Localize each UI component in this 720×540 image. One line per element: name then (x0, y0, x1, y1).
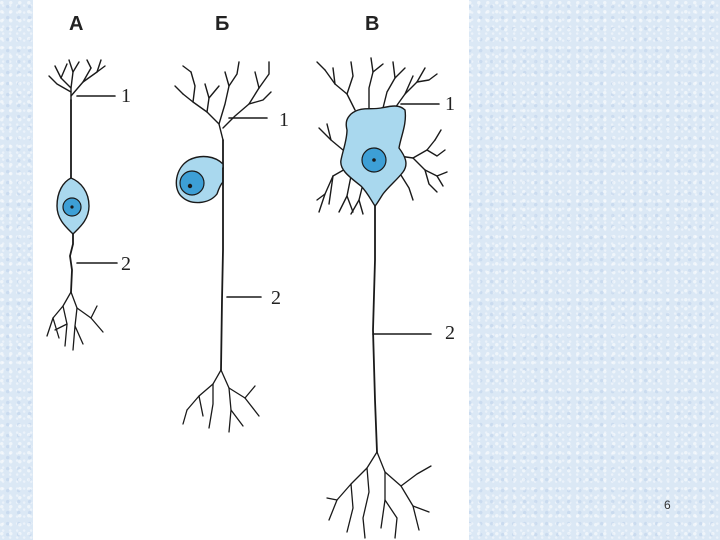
neuron-b-callout-2-label: 2 (271, 287, 281, 309)
neuron-b-nucleolus (188, 184, 192, 188)
panel-a-label: А (69, 13, 83, 35)
neuron-v-axon-terminal (327, 452, 431, 538)
neuron-a-dendrites (49, 60, 105, 100)
neuron-a-callout-1-label: 1 (121, 85, 131, 107)
neuron-b: Б 1 2 (175, 13, 289, 432)
neuron-types-diagram: А 1 2 (33, 0, 469, 540)
neuron-v-callout-1-label: 1 (445, 93, 455, 115)
panel-v-label: В (365, 13, 379, 35)
neuron-b-dendrites (175, 62, 271, 140)
page-number: 6 (664, 498, 671, 512)
neuron-a-callout-2-label: 2 (121, 253, 131, 275)
neuron-a-nucleolus (70, 205, 73, 208)
neuron-a: А 1 2 (47, 13, 131, 350)
neuron-b-axon (221, 168, 223, 370)
neuron-v-upper-dendrites (317, 58, 437, 110)
neuron-v-nucleolus (372, 158, 376, 162)
neuron-a-axon-terminal (47, 292, 103, 350)
neuron-a-axon (70, 234, 73, 292)
panel-b-label: Б (215, 13, 229, 35)
neuron-b-callout-1-label: 1 (279, 109, 289, 131)
neuron-b-axon-terminal (183, 370, 259, 432)
neuron-v-axon (373, 206, 377, 452)
neuron-v: В (317, 13, 455, 538)
neuron-v-callout-2-label: 2 (445, 322, 455, 344)
neuron-b-nucleus (180, 171, 204, 195)
